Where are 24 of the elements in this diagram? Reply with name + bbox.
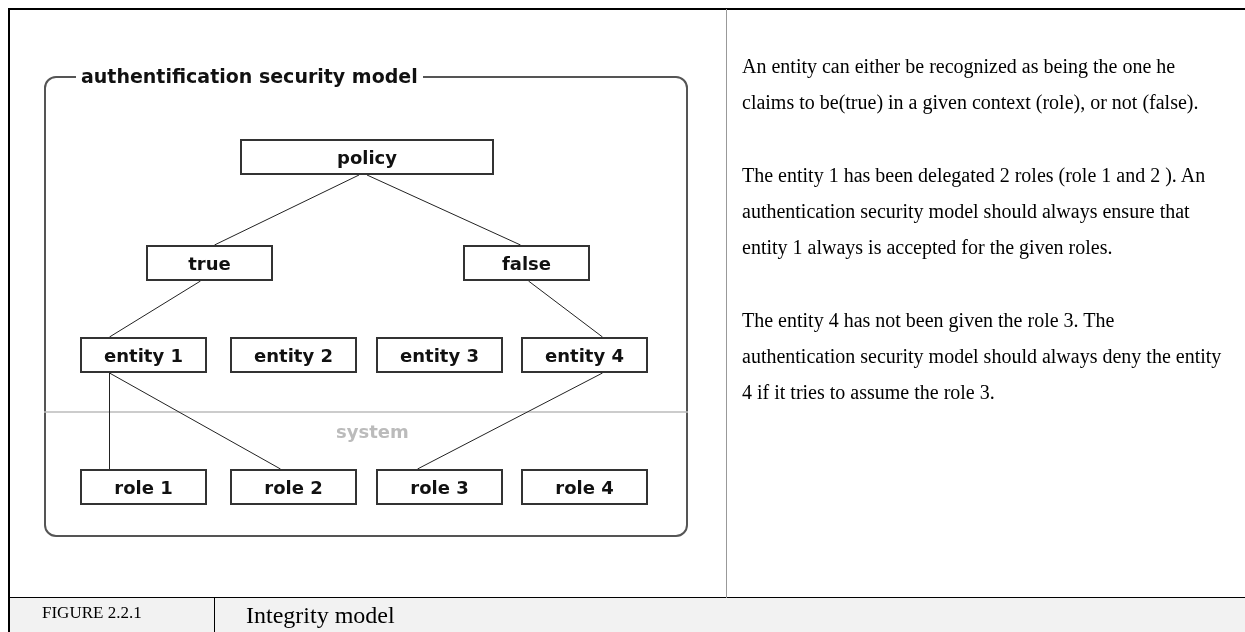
label-box: role 1 <box>80 469 207 505</box>
label-box: true <box>146 245 273 281</box>
description-paragraph: The entity 4 has not been given the role 3. The authentication security model should always deny the entity 4 if it tries to assume the role 3. <box>742 308 1223 405</box>
connector-line <box>214 174 360 246</box>
connector-line <box>109 372 110 470</box>
label-box: entity 3 <box>376 337 503 373</box>
label-box: policy <box>240 139 494 175</box>
label-box: entity 1 <box>80 337 207 373</box>
connector-line <box>109 372 281 470</box>
label-box: role 4 <box>521 469 648 505</box>
region-label: system <box>336 420 409 444</box>
connector-line <box>528 280 603 338</box>
label-box: role 3 <box>376 469 503 505</box>
connector-line <box>366 174 521 246</box>
caption: Integrity model <box>246 601 395 630</box>
connector-line <box>109 280 201 338</box>
label-box: role 2 <box>230 469 357 505</box>
label-box: false <box>463 245 590 281</box>
label-box: entity 2 <box>230 337 357 373</box>
figure-number: FIGURE 2.2.1 <box>42 602 142 624</box>
description-paragraph: The entity 1 has been delegated 2 roles (role 1 and 2 ). An authentication security model should always ensure that entity 1 always is accepted for the given roles. <box>742 163 1207 261</box>
connector-line <box>417 372 603 470</box>
description-paragraph: An entity can either be recognized as being the one he claims to be(true) in a given context (role), or not (false). <box>742 54 1200 116</box>
label-box: entity 4 <box>521 337 648 373</box>
